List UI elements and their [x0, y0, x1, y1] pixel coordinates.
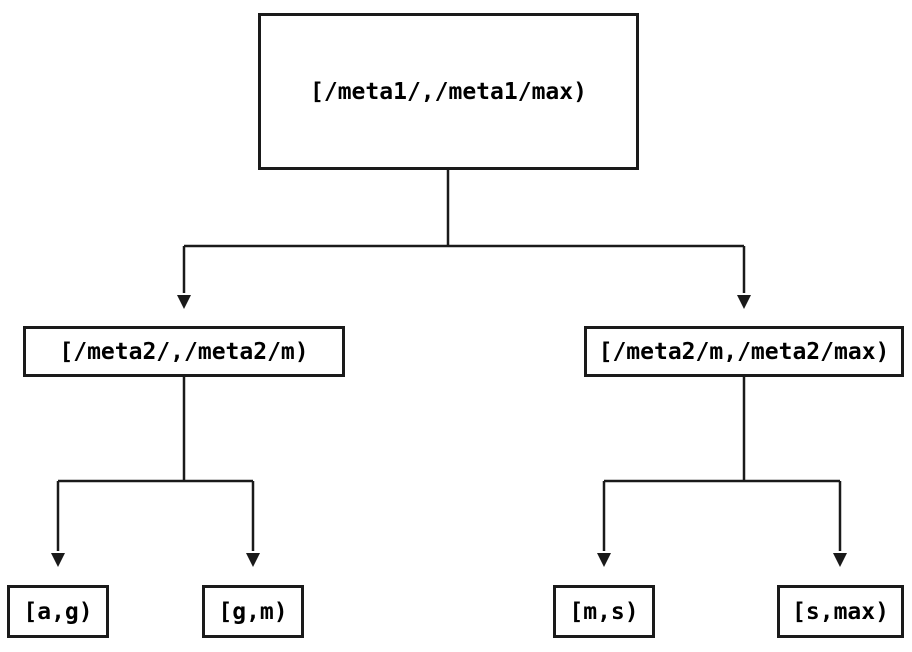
tree-node-leaf-ag: [a,g): [7, 585, 109, 638]
arrow-down-icon: [51, 553, 65, 567]
tree-node-leaf-smax-label: [s,max): [792, 598, 889, 625]
tree-node-leaf-gm: [g,m): [202, 585, 304, 638]
tree-node-root-label: [/meta1/,/meta1/max): [310, 78, 587, 105]
tree-node-meta2-left-label: [/meta2/,/meta2/m): [59, 338, 309, 365]
arrow-down-icon: [597, 553, 611, 567]
tree-node-leaf-ag-label: [a,g): [23, 598, 93, 625]
arrow-down-icon: [177, 295, 191, 309]
tree-node-leaf-gm-label: [g,m): [218, 598, 288, 625]
tree-node-root: [/meta1/,/meta1/max): [258, 13, 639, 170]
arrow-down-icon: [737, 295, 751, 309]
tree-node-leaf-ms-label: [m,s): [569, 598, 639, 625]
arrow-down-icon: [246, 553, 260, 567]
tree-node-meta2-right-label: [/meta2/m,/meta2/max): [598, 338, 890, 365]
tree-node-meta2-left: [/meta2/,/meta2/m): [23, 326, 345, 377]
tree-node-leaf-ms: [m,s): [553, 585, 655, 638]
tree-node-leaf-smax: [s,max): [777, 585, 904, 638]
tree-node-meta2-right: [/meta2/m,/meta2/max): [584, 326, 904, 377]
arrow-down-icon: [833, 553, 847, 567]
